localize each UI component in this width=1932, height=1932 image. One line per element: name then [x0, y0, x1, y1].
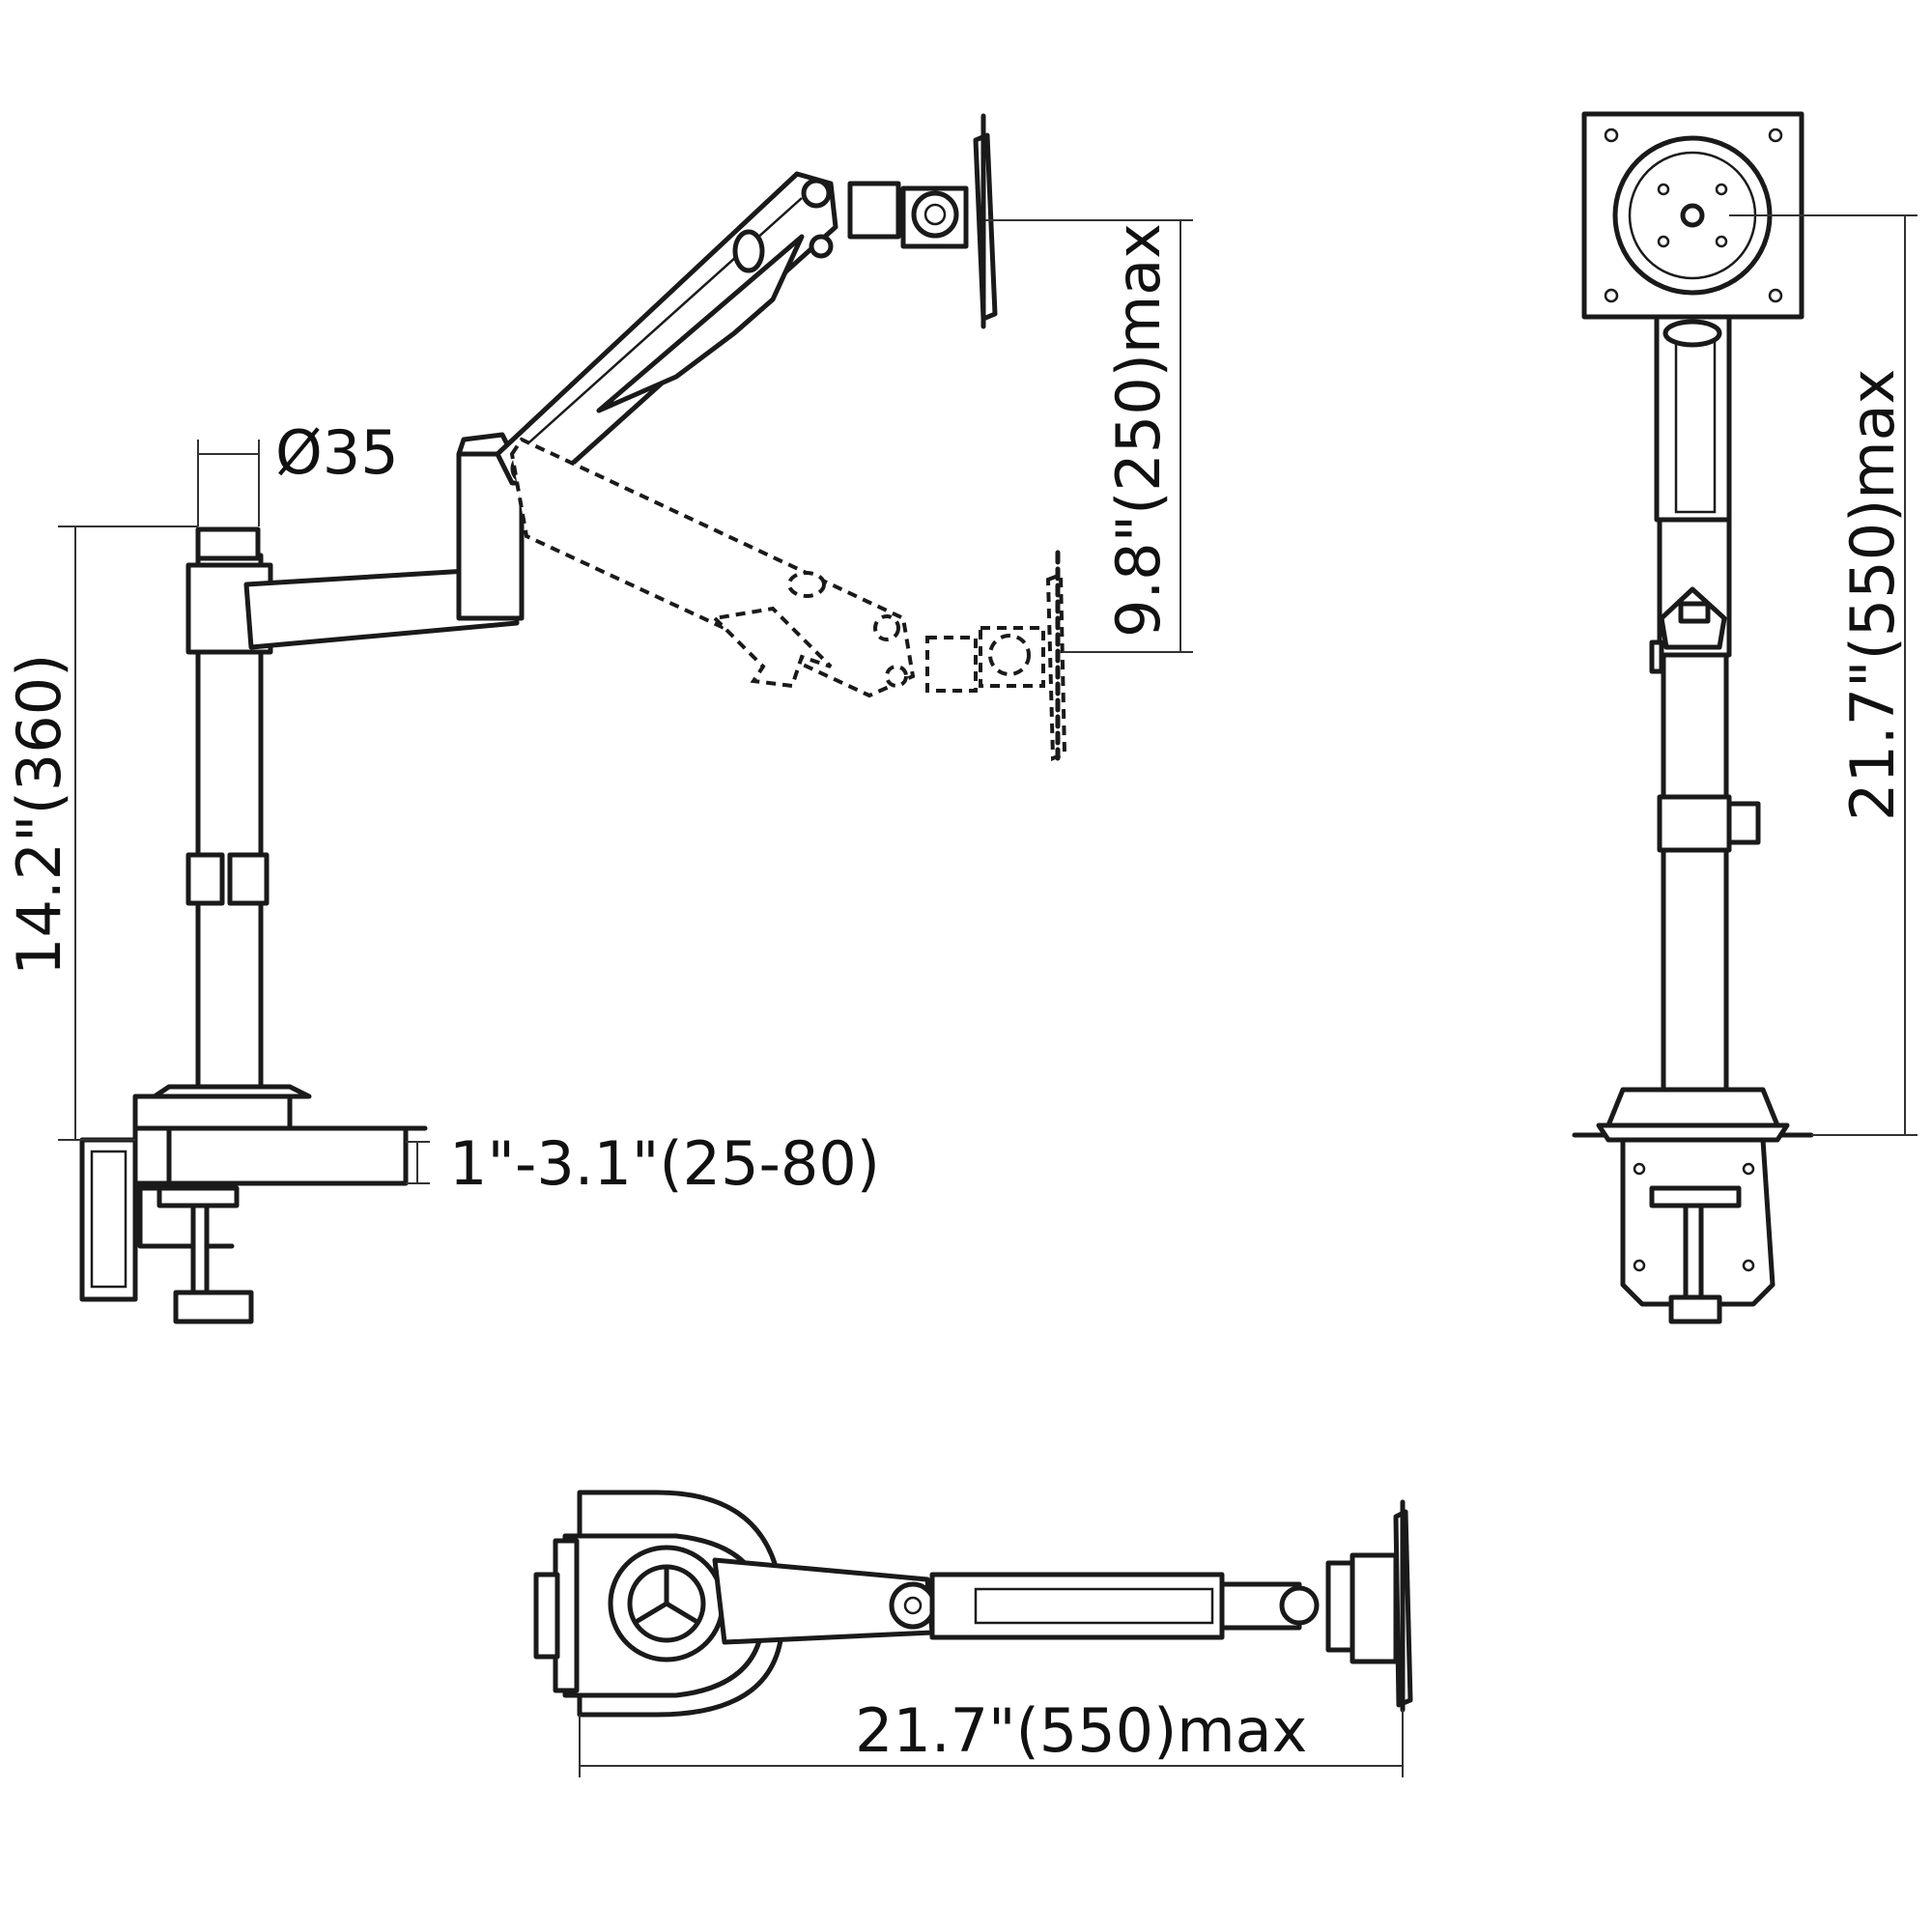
side-desk-clamp [79, 1084, 409, 1324]
front-view: 21.7"(550)max [1572, 111, 1918, 1324]
side-view: Ø35 14.2"(360) 1"-3.1"(25-80) 9.8"(250)m… [4, 113, 1193, 1324]
label-vertical-travel: 9.8"(250)max [1103, 223, 1174, 638]
top-view: 21.7"(550)max [533, 1490, 1413, 1777]
front-arm-stack [1649, 314, 1732, 674]
dim-reach: 21.7"(550)max [579, 1695, 1404, 1777]
dim-pole-diameter: Ø35 [197, 417, 399, 526]
dim-vertical-travel: 9.8"(250)max [985, 219, 1193, 653]
label-pole-diameter: Ø35 [275, 417, 399, 488]
label-total-height: 21.7"(550)max [1837, 369, 1908, 821]
side-alternate-position-arm [509, 437, 1067, 761]
side-upper-tilt-head [847, 113, 998, 329]
label-desk-thickness: 1"-3.1"(25-80) [449, 1128, 880, 1199]
label-pole-height: 14.2"(360) [4, 654, 74, 976]
dim-total-height: 21.7"(550)max [1729, 214, 1918, 1136]
top-arm [712, 1499, 1413, 1713]
front-base-clamp [1572, 1087, 1814, 1324]
front-vesa-plate [1581, 111, 1804, 320]
label-reach: 21.7"(550)max [855, 1695, 1307, 1766]
front-pole [1657, 652, 1761, 1093]
dim-pole-height: 14.2"(360) [4, 526, 198, 1141]
dim-desk-thickness: 1"-3.1"(25-80) [406, 1128, 880, 1199]
